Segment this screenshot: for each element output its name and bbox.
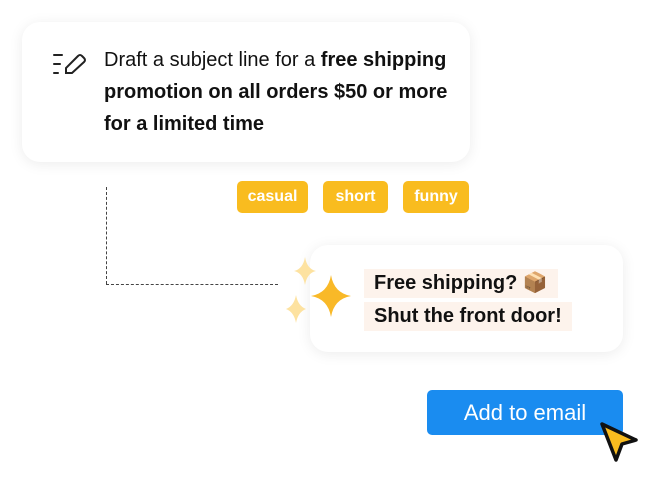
connector-line-vertical [106, 187, 107, 284]
prompt-text-regular: Draft a subject line for a [104, 49, 321, 71]
prompt-text: Draft a subject line for a free shipping… [104, 44, 454, 140]
sparkles-icon [286, 257, 351, 323]
tag-short[interactable]: short [323, 181, 388, 213]
prompt-text-bold: free shipping promotion on all orders $5… [104, 49, 448, 135]
cursor-pointer-icon [600, 422, 638, 462]
add-to-email-button[interactable]: Add to email [427, 390, 623, 435]
result-card: Free shipping? 📦 Shut the front door! [310, 245, 623, 352]
connector-line-horizontal [106, 284, 278, 285]
result-line-1: Free shipping? 📦 [364, 269, 558, 298]
result-line-2: Shut the front door! [364, 302, 572, 331]
tag-funny[interactable]: funny [403, 181, 469, 213]
tag-casual[interactable]: casual [237, 181, 308, 213]
edit-list-icon [53, 54, 86, 74]
prompt-card: Draft a subject line for a free shipping… [22, 22, 470, 162]
